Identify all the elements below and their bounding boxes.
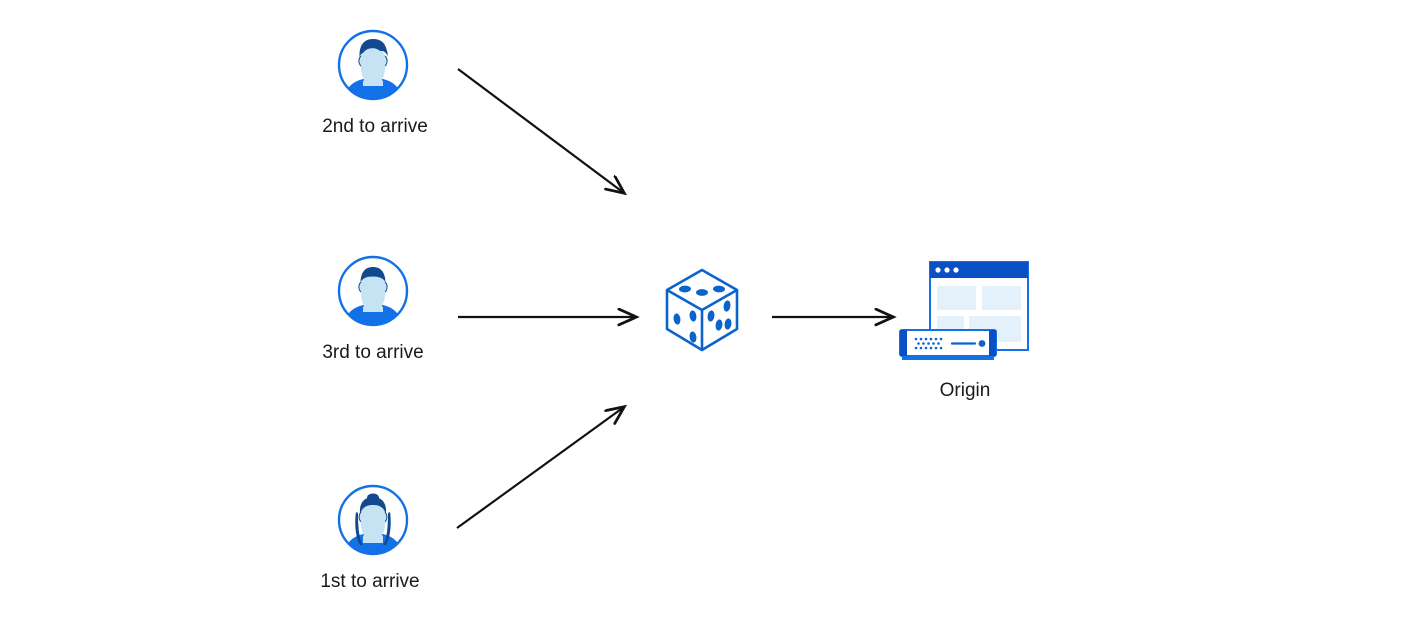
- user-node-2nd[interactable]: [336, 28, 410, 102]
- arrow-2nd-to-dice: [457, 68, 624, 193]
- server-device-icon: [899, 329, 997, 360]
- user-avatar-icon: [337, 255, 409, 327]
- user-label-3rd: 3rd to arrive: [322, 342, 424, 363]
- user-node-3rd[interactable]: [336, 254, 410, 328]
- user-label-1st: 1st to arrive: [320, 571, 420, 592]
- origin-server-browser-icon: [899, 261, 1029, 360]
- user-label-2nd: 2nd to arrive: [322, 116, 428, 137]
- user-avatar-icon: [337, 29, 409, 101]
- dice-node[interactable]: [662, 267, 742, 353]
- origin-label: Origin: [939, 380, 991, 401]
- user-node-1st[interactable]: [336, 483, 410, 557]
- arrow-1st-to-dice: [456, 407, 624, 529]
- dice-cube-icon: [665, 268, 739, 352]
- user-avatar-icon: [337, 484, 409, 556]
- origin-node[interactable]: [896, 258, 1032, 362]
